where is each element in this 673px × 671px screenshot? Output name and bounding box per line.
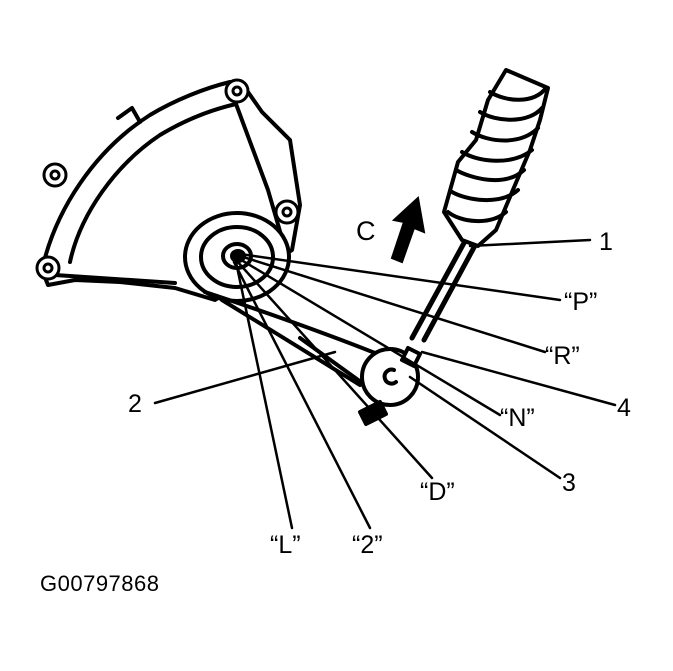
figure-id: G00797868	[40, 571, 160, 596]
direction-arrow-c	[390, 196, 426, 264]
label-p: “P”	[564, 288, 597, 316]
shift-cable-rod	[409, 229, 481, 343]
label-r: “R”	[545, 342, 580, 370]
cable-boot	[442, 68, 550, 248]
manual-shaft-hub	[183, 211, 291, 303]
label-l: “L”	[270, 531, 301, 559]
housing-bolt-lugs	[35, 78, 300, 281]
leader-lines	[153, 238, 617, 530]
label-d: “D”	[420, 478, 455, 506]
label-2-position: “2”	[352, 531, 383, 559]
label-c: C	[356, 216, 376, 246]
label-4: 4	[617, 394, 631, 422]
cable-swivel	[358, 346, 422, 426]
label-2-part: 2	[128, 390, 142, 418]
label-n: “N”	[500, 404, 535, 432]
label-3: 3	[562, 469, 576, 497]
label-1: 1	[599, 228, 613, 256]
